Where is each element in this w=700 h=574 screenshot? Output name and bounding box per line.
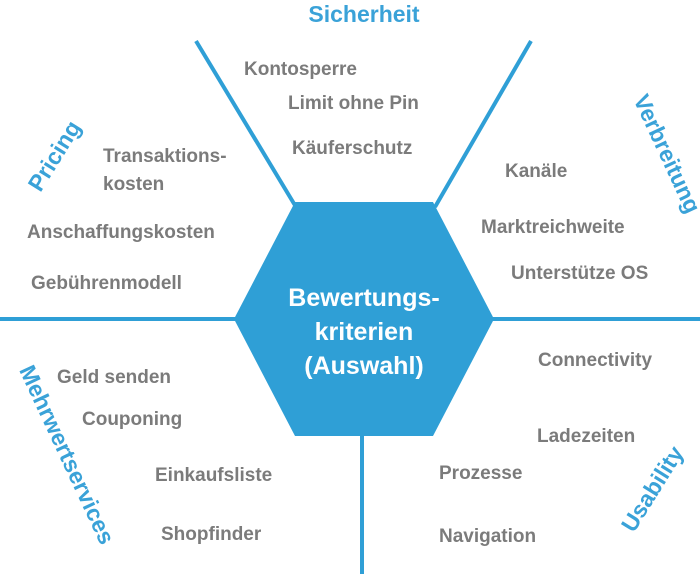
item-kontosperre: Kontosperre bbox=[244, 59, 357, 80]
center-hexagon bbox=[234, 202, 494, 436]
item-limit-ohne-pin: Limit ohne Pin bbox=[288, 93, 419, 114]
center-title-line2: kriterien bbox=[315, 318, 414, 346]
item-gebuehrenmodell: Gebührenmodell bbox=[31, 273, 182, 294]
item-einkaufsliste: Einkaufsliste bbox=[155, 465, 272, 486]
item-transaktionskosten-line1: Transaktions- bbox=[103, 146, 227, 167]
item-connectivity: Connectivity bbox=[538, 350, 652, 371]
item-kaeuferschutz: Käuferschutz bbox=[292, 138, 412, 159]
item-anschaffungskosten: Anschaffungskosten bbox=[27, 222, 215, 243]
item-shopfinder: Shopfinder bbox=[161, 524, 262, 545]
category-verbreitung: Verbreitung bbox=[628, 90, 700, 217]
category-usability: Usability bbox=[616, 441, 689, 536]
divider-top-right bbox=[433, 39, 533, 209]
item-geld-senden: Geld senden bbox=[57, 367, 171, 388]
item-transaktionskosten-line2: kosten bbox=[103, 174, 164, 195]
item-navigation: Navigation bbox=[439, 526, 536, 547]
item-prozesse: Prozesse bbox=[439, 463, 522, 484]
item-kanaele: Kanäle bbox=[505, 161, 567, 182]
item-ladezeiten: Ladezeiten bbox=[537, 426, 635, 447]
item-marktreichweite: Marktreichweite bbox=[481, 217, 625, 238]
center-title-line1: Bewertungs- bbox=[288, 284, 439, 312]
center-title-line3: (Auswahl) bbox=[304, 352, 423, 380]
category-pricing: Pricing bbox=[23, 116, 86, 196]
item-couponing: Couponing bbox=[82, 409, 182, 430]
category-sicherheit: Sicherheit bbox=[308, 1, 420, 27]
category-mehrwertservices: Mehrwertservices bbox=[14, 361, 120, 548]
item-unterstuetze-os: Unterstütze OS bbox=[511, 263, 648, 284]
divider-top-left bbox=[194, 39, 298, 209]
